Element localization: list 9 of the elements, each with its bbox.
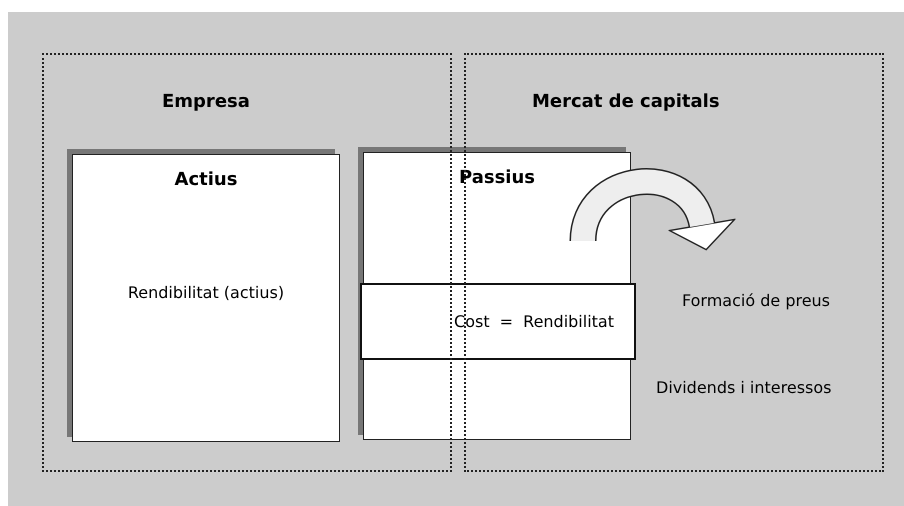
free-text: Formació de preus (682, 251, 830, 310)
box-heading: Actius (174, 169, 238, 190)
region-title: Empresa (162, 91, 250, 112)
equation-text: Cost = Rendibilitat (454, 312, 614, 331)
box-text: Rendibilitat (actius) (128, 283, 284, 302)
free-text: Dividends i interessos (656, 378, 832, 397)
box-heading: Passius (459, 167, 535, 188)
dotted-region (42, 53, 452, 472)
region-title: Mercat de capitals (532, 91, 720, 112)
